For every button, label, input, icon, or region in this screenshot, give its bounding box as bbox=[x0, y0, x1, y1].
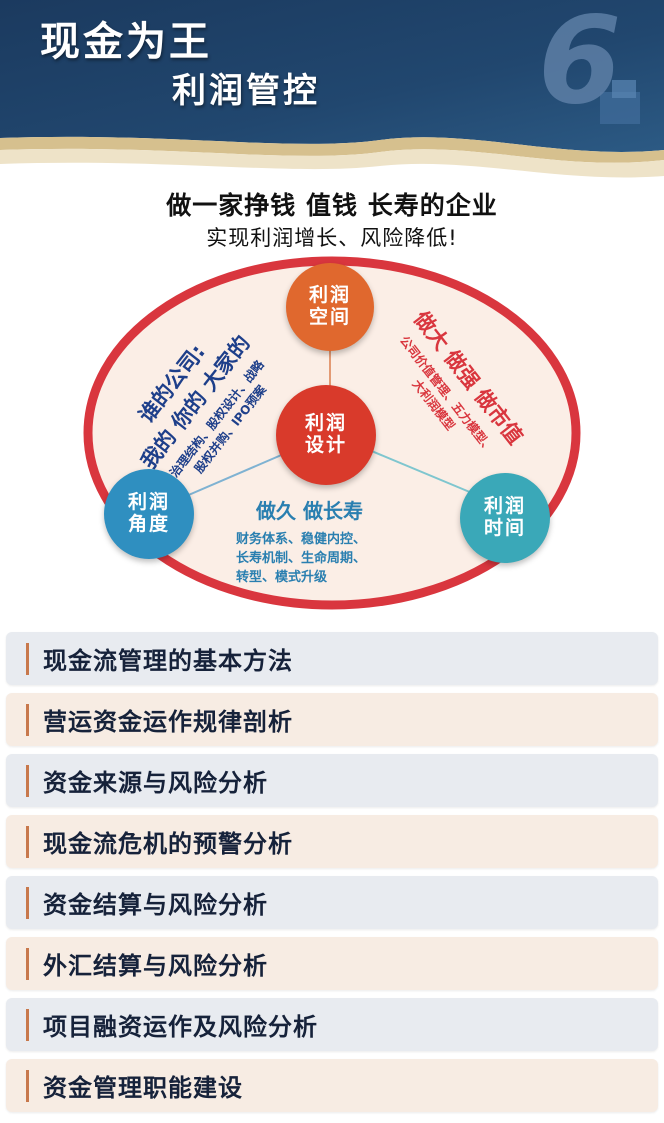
bottom-segment-headline: 做久 做长寿 bbox=[256, 499, 363, 523]
accent-bar bbox=[26, 947, 29, 980]
accent-bar bbox=[26, 703, 29, 736]
accent-bar bbox=[26, 1008, 29, 1041]
subslogan: 实现利润增长、风险降低! bbox=[206, 226, 458, 250]
node-profit-space: 利润 空间 bbox=[286, 263, 374, 351]
accent-bar bbox=[26, 886, 29, 919]
node-profit-time-line1: 利润 bbox=[483, 495, 526, 518]
module-label: 项目融资运作及风险分析 bbox=[43, 1013, 318, 1041]
accent-bar bbox=[26, 642, 29, 675]
bottom-segment: 做久 做长寿 财务体系、稳健内控、 长寿机制、生命周期、 转型、模式升级 bbox=[236, 495, 436, 585]
module-label: 资金来源与风险分析 bbox=[43, 769, 268, 797]
module-label: 现金流危机的预警分析 bbox=[43, 830, 293, 858]
bottom-segment-detail3: 转型、模式升级 bbox=[236, 570, 328, 585]
module-label: 资金管理职能建设 bbox=[43, 1074, 243, 1102]
list-item: 外汇结算与风险分析 bbox=[6, 937, 658, 990]
slogan: 做一家挣钱 值钱 长寿的企业 bbox=[166, 191, 498, 220]
module-label: 现金流管理的基本方法 bbox=[43, 647, 293, 675]
page-title-line2: 利润管控 bbox=[172, 71, 320, 111]
list-item: 资金管理职能建设 bbox=[6, 1059, 658, 1112]
node-profit-design: 利润 设计 bbox=[276, 385, 376, 485]
accent-bar bbox=[26, 825, 29, 858]
profit-design-diagram: 谁的公司: 我的 你的 大家的 治理结构、股权设计、战略 股权并购、IPO预案 … bbox=[0, 255, 664, 615]
bottom-segment-detail1: 财务体系、稳健内控、 bbox=[236, 532, 367, 547]
page-title-line1: 现金为王 bbox=[40, 18, 212, 65]
node-profit-angle-line1: 利润 bbox=[127, 491, 170, 514]
node-profit-design-line2: 设计 bbox=[304, 434, 347, 456]
node-profit-design-line1: 利润 bbox=[304, 412, 347, 435]
module-label: 资金结算与风险分析 bbox=[43, 891, 268, 919]
bottom-segment-detail2: 长寿机制、生命周期、 bbox=[236, 551, 367, 566]
module-label: 营运资金运作规律剖析 bbox=[43, 708, 293, 736]
banner-background bbox=[0, 0, 664, 178]
list-item: 项目融资运作及风险分析 bbox=[6, 998, 658, 1051]
list-item: 现金流危机的预警分析 bbox=[6, 815, 658, 868]
chapter-number-badge: 6 bbox=[538, 0, 622, 131]
list-item: 资金来源与风险分析 bbox=[6, 754, 658, 807]
accent-bar bbox=[26, 1069, 29, 1102]
list-item: 资金结算与风险分析 bbox=[6, 876, 658, 929]
header-banner: 6 现金为王 利润管控 bbox=[0, 0, 664, 180]
node-profit-angle: 利润 角度 bbox=[104, 469, 194, 559]
list-item: 营运资金运作规律剖析 bbox=[6, 693, 658, 746]
accent-bar bbox=[26, 764, 29, 797]
node-profit-space-line1: 利润 bbox=[308, 284, 351, 307]
module-list: 现金流管理的基本方法 营运资金运作规律剖析 资金来源与风险分析 现金流危机的预警… bbox=[6, 632, 658, 1120]
node-profit-angle-line2: 角度 bbox=[127, 513, 170, 535]
node-profit-time: 利润 时间 bbox=[460, 473, 550, 563]
node-profit-time-line2: 时间 bbox=[483, 517, 526, 539]
module-label: 外汇结算与风险分析 bbox=[43, 952, 268, 980]
node-profit-space-line2: 空间 bbox=[308, 306, 351, 328]
list-item: 现金流管理的基本方法 bbox=[6, 632, 658, 685]
